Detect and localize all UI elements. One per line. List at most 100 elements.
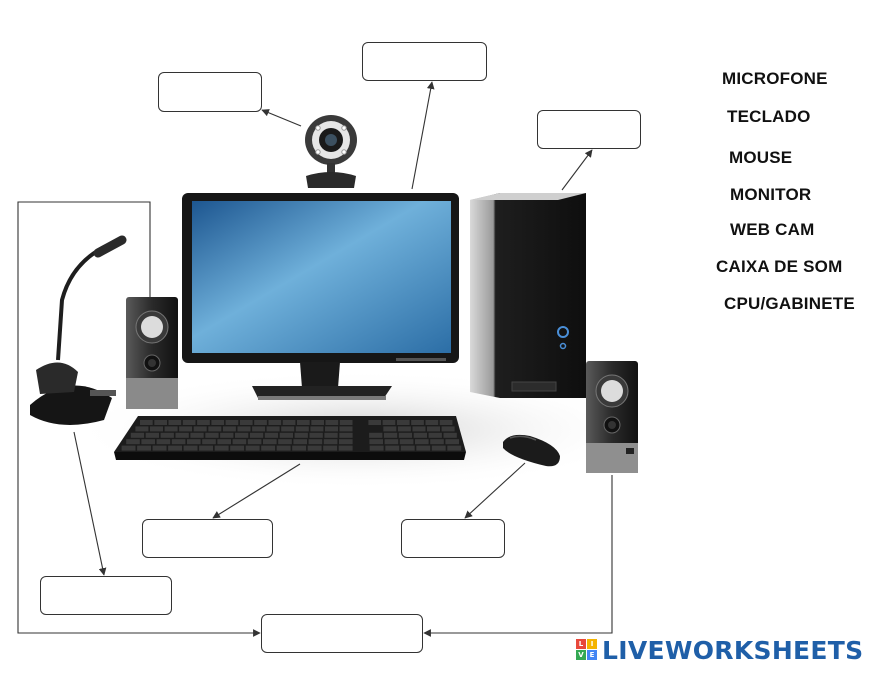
keyboard-key [122, 446, 136, 451]
keyboard-key [309, 439, 323, 444]
keyboard-key [384, 433, 397, 438]
keyboard-key [137, 446, 151, 451]
keyboard-key [369, 439, 383, 444]
keyboard-key [398, 426, 411, 431]
keyboard-key [414, 433, 427, 438]
keyboard-key [432, 446, 446, 451]
keyboard-key [153, 446, 167, 451]
keyboard-key [283, 420, 296, 425]
keyboard-key [324, 439, 338, 444]
keyboard-key [215, 446, 229, 451]
keyboard-key [217, 439, 231, 444]
keyboard-key [246, 446, 260, 451]
word-bank-item[interactable]: CPU/GABINETE [724, 294, 855, 314]
word-bank-item[interactable]: WEB CAM [730, 220, 815, 240]
keyboard-key [190, 433, 203, 438]
keyboard-key [141, 439, 155, 444]
speaker-answer-box[interactable] [261, 614, 423, 653]
keyboard-key [146, 433, 159, 438]
keyboard-key [161, 433, 174, 438]
keyboard-key [297, 420, 310, 425]
keyboard-key [261, 446, 275, 451]
logo-text: LIVEWORKSHEETS [602, 636, 863, 665]
keyboard-key [416, 446, 430, 451]
keyboard-key [187, 439, 201, 444]
keyboard-key [401, 446, 415, 451]
keyboard-key [150, 426, 163, 431]
keyboard-key [165, 426, 178, 431]
word-bank-item[interactable]: MONITOR [730, 185, 811, 205]
keyboard-key [323, 446, 337, 451]
keyboard-key [135, 426, 148, 431]
speaker-icon-right [586, 361, 638, 473]
keyboard-key [223, 426, 236, 431]
keyboard-key [269, 420, 282, 425]
keyboard-key [250, 433, 263, 438]
liveworksheets-logo: L I V E LIVEWORKSHEETS [576, 634, 863, 666]
keyboard-key [205, 433, 218, 438]
webcam-answer-box[interactable] [158, 72, 262, 112]
keyboard-key [169, 420, 182, 425]
keyboard-answer-box[interactable] [142, 519, 273, 558]
keyboard-key [208, 426, 221, 431]
logo-mark-letter: I [587, 639, 597, 649]
keyboard-key [310, 426, 323, 431]
keyboard-key [211, 420, 224, 425]
keyboard-key [263, 439, 277, 444]
keyboard-key [235, 433, 248, 438]
keyboard-key [447, 446, 461, 451]
keyboard-key [339, 439, 353, 444]
logo-mark-icon: L I V E [576, 639, 598, 661]
keyboard-key [399, 433, 412, 438]
keyboard-key [427, 426, 440, 431]
keyboard-key [296, 426, 309, 431]
keyboard-key [411, 420, 424, 425]
keyboard-key [311, 420, 324, 425]
microphone-icon [30, 240, 122, 425]
mouse-answer-box[interactable] [401, 519, 505, 558]
microphone-answer-box[interactable] [40, 576, 172, 615]
word-bank-item[interactable]: CAIXA DE SOM [716, 257, 842, 277]
keyboard-key [267, 426, 280, 431]
cpu-answer-box[interactable] [537, 110, 641, 149]
keyboard-key [233, 439, 247, 444]
keyboard-key [277, 446, 291, 451]
keyboard-key [340, 420, 353, 425]
keyboard-key [339, 446, 353, 451]
word-bank-item[interactable]: TECLADO [727, 107, 811, 127]
keyboard-key [310, 433, 323, 438]
keyboard-key [308, 446, 322, 451]
keyboard-key [413, 426, 426, 431]
keyboard-key [126, 439, 140, 444]
keyboard-key [383, 420, 396, 425]
keyboard-key [183, 420, 196, 425]
keyboard-key [179, 426, 192, 431]
keyboard-key [326, 420, 339, 425]
keyboard-key [131, 433, 144, 438]
keyboard-key [339, 433, 352, 438]
keyboard-key [281, 426, 294, 431]
keyboard-key [426, 420, 439, 425]
keyboard-key [444, 433, 457, 438]
logo-mark-letter: V [576, 650, 586, 660]
word-bank-item[interactable]: MOUSE [729, 148, 792, 168]
keyboard-key [295, 433, 308, 438]
keyboard-key [429, 433, 442, 438]
keyboard-key [248, 439, 262, 444]
word-bank-item[interactable]: MICROFONE [722, 69, 828, 89]
keyboard-key [280, 433, 293, 438]
keyboard-key [140, 420, 153, 425]
keyboard-key [397, 420, 410, 425]
keyboard-key [197, 420, 210, 425]
logo-mark-letter: L [576, 639, 586, 649]
keyboard-key [252, 426, 265, 431]
keyboard-key [154, 420, 167, 425]
cpu-connector [562, 150, 592, 190]
keyboard-key [324, 433, 337, 438]
keyboard-key [400, 439, 414, 444]
monitor-answer-box[interactable] [362, 42, 487, 81]
keyboard-key [430, 439, 444, 444]
webcam-connector [262, 110, 301, 126]
keyboard-key [240, 420, 253, 425]
